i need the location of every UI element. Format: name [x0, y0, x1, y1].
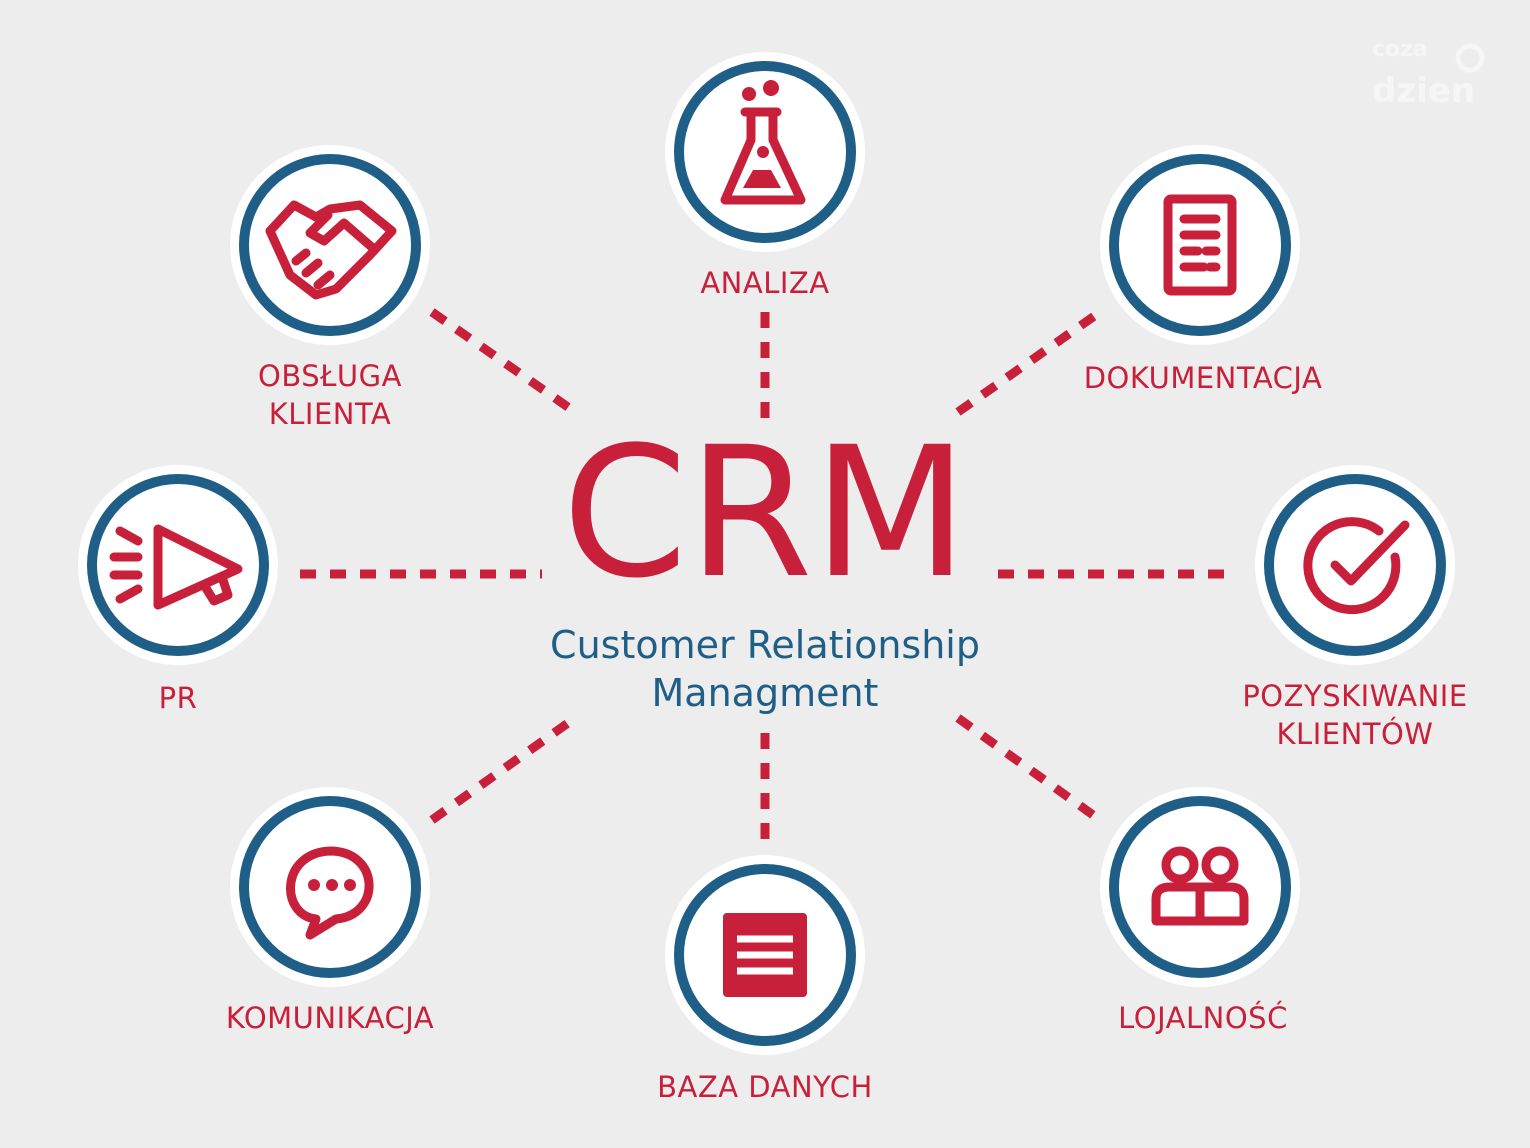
- speech-bubble-icon: [286, 846, 374, 940]
- svg-text:dzien: dzien: [1372, 71, 1475, 111]
- node-dokumentacja: DOKUMENTACJA: [1084, 145, 1323, 395]
- document-icon: [1163, 194, 1237, 296]
- label-obsluga-line2: KLIENTA: [269, 397, 392, 431]
- node-pr: PR: [78, 465, 278, 715]
- watermark-logo: coza dzien: [1372, 37, 1485, 111]
- connector-dokumentacja: [955, 308, 1103, 416]
- label-obsluga-line1: OBSŁUGA: [258, 359, 402, 393]
- label-pozyskiwanie-line2: KLIENTÓW: [1277, 717, 1434, 751]
- label-pr: PR: [159, 681, 198, 715]
- crm-title: CRM: [562, 409, 968, 618]
- database-list-icon: [723, 913, 807, 997]
- connector-lojalnosc: [955, 714, 1103, 824]
- connector-komunikacja: [429, 714, 578, 824]
- node-obsluga-klienta: OBSŁUGA KLIENTA: [230, 145, 430, 431]
- label-pozyskiwanie-line1: POZYSKIWANIE: [1242, 679, 1467, 713]
- people-icon: [1151, 846, 1249, 926]
- megaphone-icon: [109, 524, 243, 610]
- node-komunikacja: KOMUNIKACJA: [226, 787, 434, 1035]
- node-baza-danych: BAZA DANYCH: [657, 855, 873, 1104]
- label-komunikacja: KOMUNIKACJA: [226, 1001, 434, 1035]
- flask-icon: [720, 80, 806, 205]
- node-pozyskiwanie-klientow: POZYSKIWANIE KLIENTÓW: [1242, 465, 1467, 751]
- connector-obsluga: [429, 308, 578, 416]
- crm-subtitle-line2: Managment: [652, 671, 879, 715]
- checkmark-circle-icon: [1303, 517, 1410, 615]
- label-analiza: ANALIZA: [700, 266, 829, 300]
- node-analiza: ANALIZA: [665, 52, 865, 300]
- handshake-icon: [265, 200, 397, 300]
- node-lojalnosc: LOJALNOŚĆ: [1100, 787, 1300, 1035]
- svg-text:coza: coza: [1372, 37, 1428, 62]
- label-baza-danych: BAZA DANYCH: [657, 1070, 873, 1104]
- crm-subtitle-line1: Customer Relationship: [550, 623, 980, 667]
- label-lojalnosc: LOJALNOŚĆ: [1118, 1001, 1288, 1035]
- label-dokumentacja: DOKUMENTACJA: [1084, 361, 1323, 395]
- connectors: [300, 308, 1238, 842]
